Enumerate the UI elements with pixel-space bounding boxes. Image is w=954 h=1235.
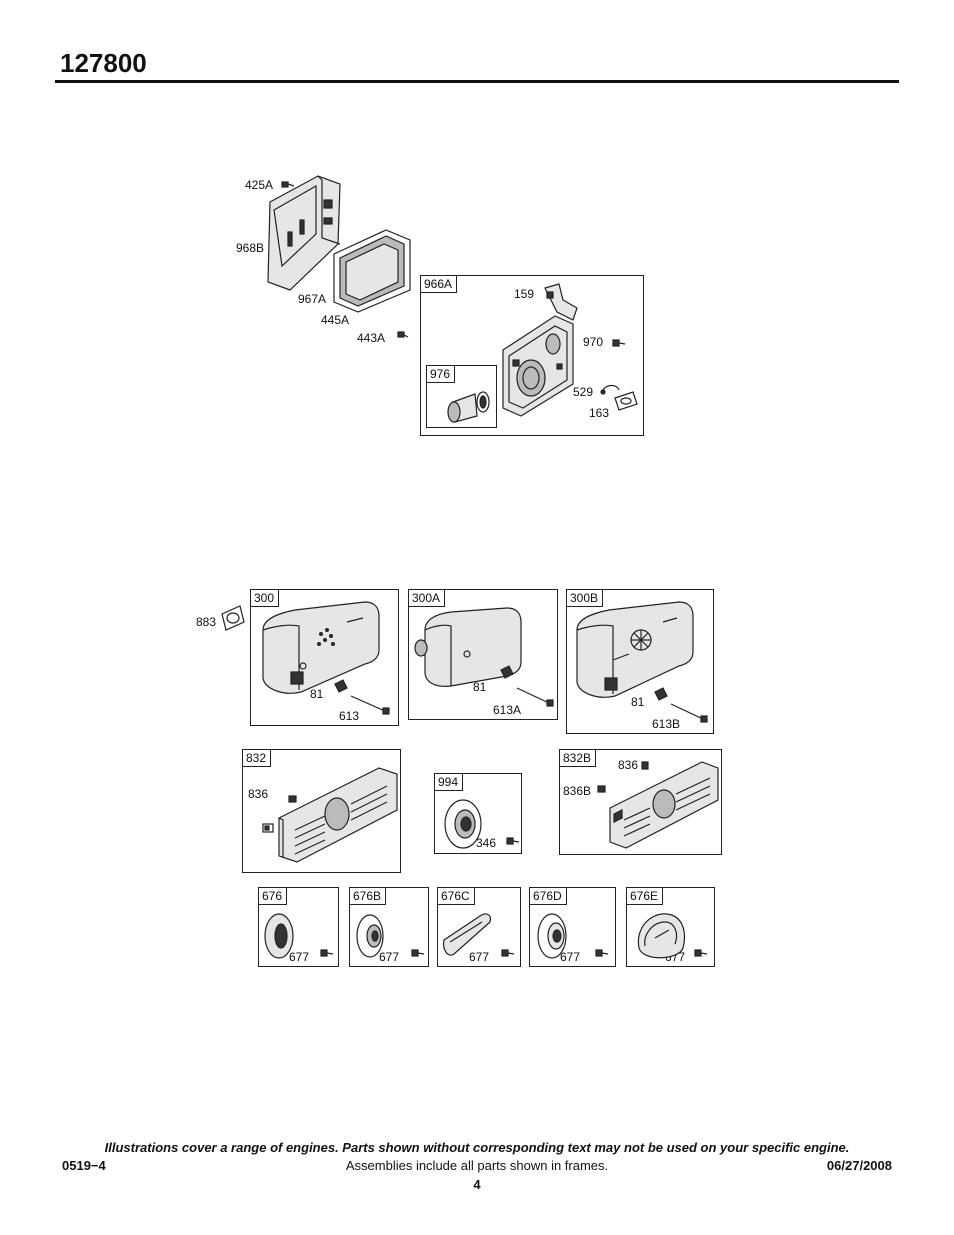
deflector-676B-illustration xyxy=(356,914,425,958)
frame-label-676B[interactable]: 676B xyxy=(349,887,387,905)
callout-836-b[interactable]: 836 xyxy=(618,758,639,772)
callout-159[interactable]: 159 xyxy=(514,287,535,301)
frame-label-676[interactable]: 676 xyxy=(258,887,288,905)
breather-tube-illustration xyxy=(447,391,490,423)
callout-613B[interactable]: 613B xyxy=(652,717,681,731)
muffler-guard-832B-illustration xyxy=(597,761,719,849)
document-code: 0519−4 xyxy=(62,1158,106,1173)
callout-443A[interactable]: 443A xyxy=(357,331,386,345)
callout-970[interactable]: 970 xyxy=(583,335,604,349)
frame-976: 976 xyxy=(426,365,497,428)
muffler-guard-832-illustration xyxy=(262,767,398,863)
frame-676D: 676D 677 xyxy=(529,887,616,967)
callout-425A[interactable]: 425A xyxy=(245,178,274,192)
frame-label-976[interactable]: 976 xyxy=(426,365,456,383)
deflector-676C-illustration xyxy=(443,913,515,957)
frame-300B: 300B 81 613B xyxy=(566,589,714,734)
deflector-676E-illustration xyxy=(637,913,708,959)
header-rule xyxy=(55,80,899,83)
frame-676: 676 677 xyxy=(258,887,339,967)
callout-346[interactable]: 346 xyxy=(476,836,497,850)
disclaimer-text: Illustrations cover a range of engines. … xyxy=(104,1140,850,1155)
callout-677-d[interactable]: 677 xyxy=(560,950,581,964)
muffler-300A-illustration xyxy=(414,607,554,707)
frame-label-676C[interactable]: 676C xyxy=(437,887,475,905)
callout-677-a[interactable]: 677 xyxy=(289,950,310,964)
callout-968B[interactable]: 968B xyxy=(236,241,265,255)
model-number: 127800 xyxy=(60,48,147,78)
frame-label-966A[interactable]: 966A xyxy=(420,275,458,293)
assemblies-note: Assemblies include all parts shown in fr… xyxy=(345,1158,609,1173)
callout-81-c[interactable]: 81 xyxy=(631,695,645,709)
spark-arrester-994-illustration xyxy=(444,799,520,849)
callout-677-b[interactable]: 677 xyxy=(379,950,400,964)
muffler-300B-illustration xyxy=(576,601,708,723)
frame-832B: 832B 836 836B xyxy=(559,749,722,855)
frame-832: 832 836 xyxy=(242,749,401,873)
page-number: 4 xyxy=(473,1177,481,1192)
frame-676B: 676B 677 xyxy=(349,887,429,967)
gasket-883-illustration xyxy=(221,605,245,631)
frame-994: 994 346 xyxy=(434,773,522,854)
document-date: 06/27/2008 xyxy=(826,1158,892,1173)
frame-label-676D[interactable]: 676D xyxy=(529,887,567,905)
frame-676E: 676E 677 xyxy=(626,887,715,967)
callout-163[interactable]: 163 xyxy=(589,406,610,420)
deflector-676-illustration xyxy=(264,913,334,959)
air-cleaner-cover-illustration xyxy=(267,175,411,338)
frame-label-994[interactable]: 994 xyxy=(434,773,464,791)
callout-81-a[interactable]: 81 xyxy=(310,687,324,701)
deflector-676D-illustration xyxy=(537,913,609,959)
frame-label-832B[interactable]: 832B xyxy=(559,749,597,767)
frame-label-300B[interactable]: 300B xyxy=(566,589,604,607)
callout-529[interactable]: 529 xyxy=(573,385,594,399)
callout-445A[interactable]: 445A xyxy=(321,313,350,327)
callout-836B[interactable]: 836B xyxy=(563,784,592,798)
callout-677-c[interactable]: 677 xyxy=(469,950,490,964)
frame-label-676E[interactable]: 676E xyxy=(626,887,664,905)
callout-81-b[interactable]: 81 xyxy=(473,680,487,694)
callout-967A[interactable]: 967A xyxy=(298,292,327,306)
frame-300: 300 81 613 xyxy=(250,589,399,726)
callout-613A[interactable]: 613A xyxy=(493,703,522,717)
frame-label-300A[interactable]: 300A xyxy=(408,589,446,607)
frame-label-832[interactable]: 832 xyxy=(242,749,272,767)
air-cleaner-base-illustration xyxy=(502,283,638,417)
frame-676C: 676C 677 xyxy=(437,887,521,967)
frame-966A: 966A 159 970 529 163 xyxy=(420,275,644,436)
callout-883[interactable]: 883 xyxy=(196,615,217,629)
muffler-300-illustration xyxy=(262,601,390,715)
frame-300A: 300A 81 613A xyxy=(408,589,558,720)
frame-label-300[interactable]: 300 xyxy=(250,589,280,607)
callout-836-a[interactable]: 836 xyxy=(248,787,269,801)
callout-613[interactable]: 613 xyxy=(339,709,360,723)
